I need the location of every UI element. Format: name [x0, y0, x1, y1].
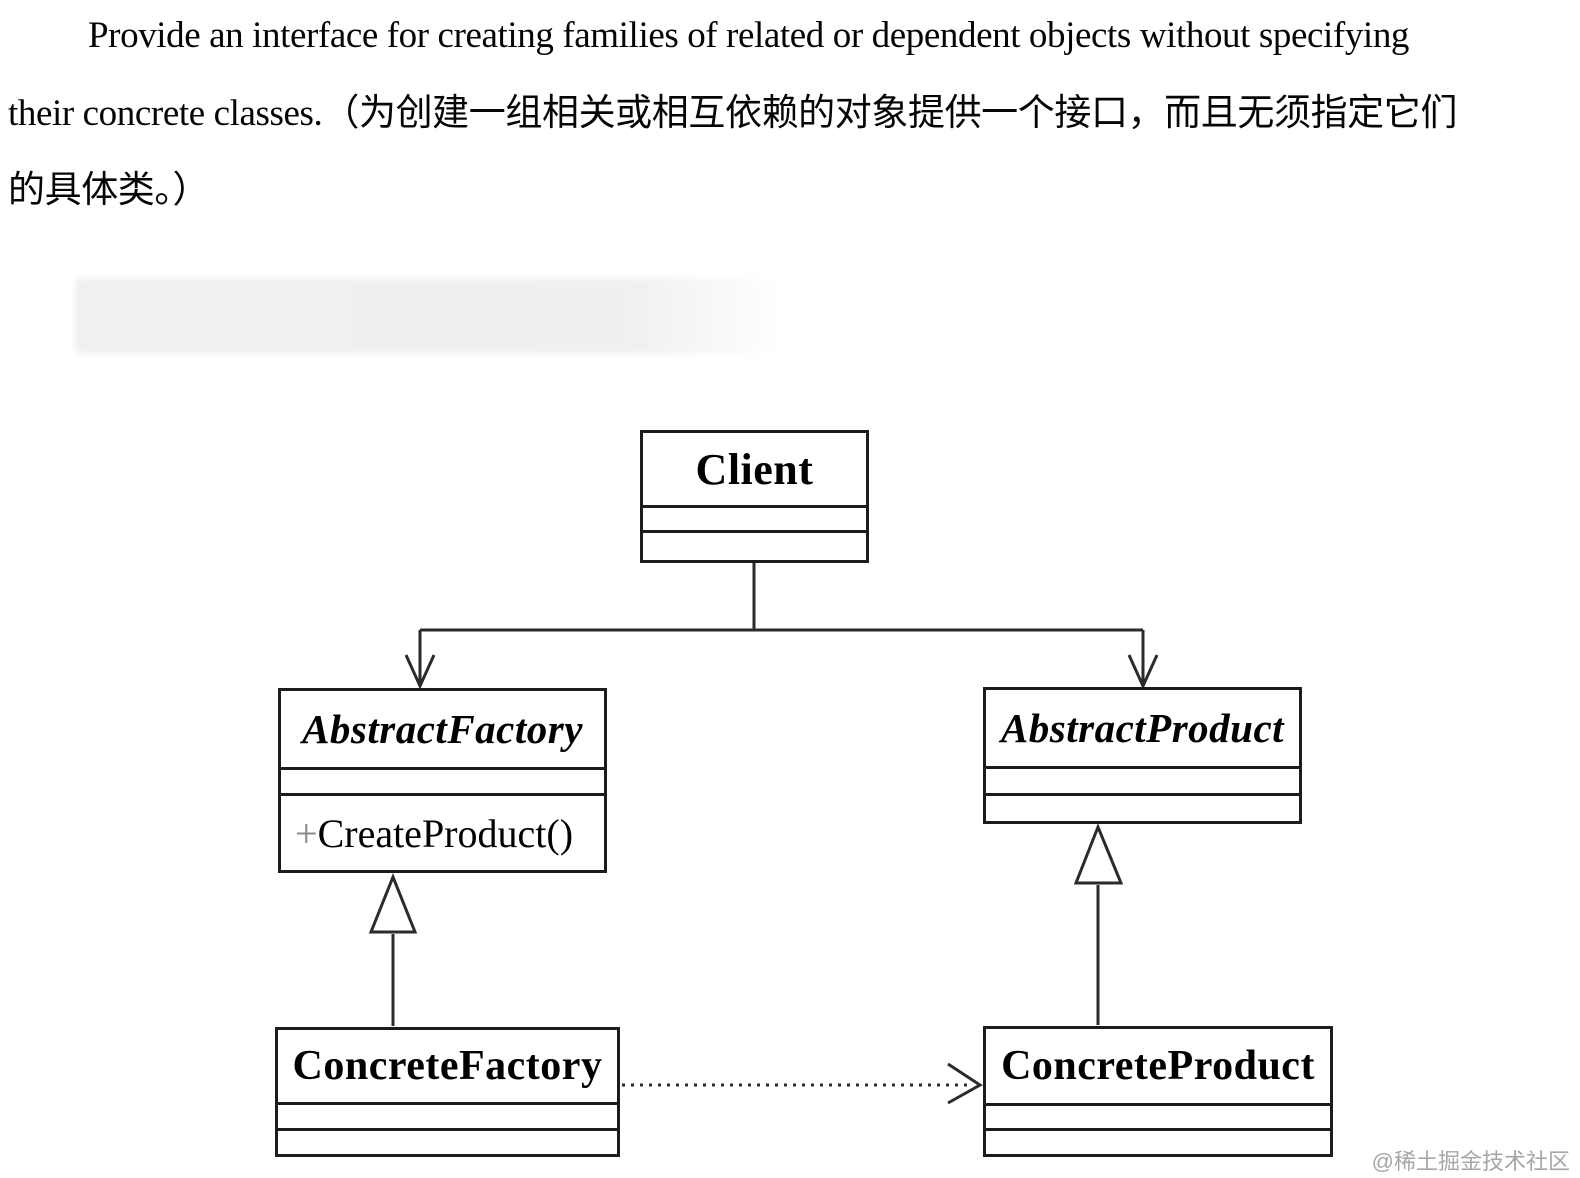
client-class-name: Client: [643, 433, 866, 508]
uml-class-concrete-product: ConcreteProduct: [983, 1026, 1333, 1157]
method-visibility-plus: +: [295, 810, 318, 856]
client-operations-compartment: [643, 533, 866, 560]
abstract-factory-operations-compartment: +CreateProduct(): [281, 796, 604, 870]
inheritance-triangle-right: [1073, 822, 1124, 885]
method-name: CreateProduct(): [317, 810, 574, 856]
uml-class-concrete-factory: ConcreteFactory: [275, 1027, 620, 1157]
abstract-factory-class-name: AbstractFactory: [281, 691, 604, 770]
abstract-product-operations-compartment: [986, 796, 1299, 821]
concrete-factory-operations-compartment: [278, 1131, 617, 1154]
intro-text-line-1: Provide an interface for creating famili…: [88, 15, 1410, 56]
concrete-factory-class-name: ConcreteFactory: [278, 1030, 617, 1105]
concrete-factory-attributes-compartment: [278, 1105, 617, 1131]
concrete-product-attributes-compartment: [986, 1106, 1330, 1131]
abstract-factory-attributes-compartment: [281, 770, 604, 796]
concrete-product-operations-compartment: [986, 1131, 1330, 1154]
concrete-product-class-name: ConcreteProduct: [986, 1029, 1330, 1106]
dependency-open-arrowhead: [947, 1062, 983, 1105]
intro-text-line-3: 的具体类。）: [8, 170, 210, 211]
abstract-factory-method: +CreateProduct(): [281, 810, 573, 857]
juejin-watermark: @稀土掘金技术社区: [1371, 1149, 1570, 1174]
uml-class-client: Client: [640, 430, 869, 563]
blurred-redacted-area: [75, 278, 781, 354]
arrowhead-to-abstractfactory: [404, 654, 436, 690]
arrowhead-to-abstractproduct: [1127, 654, 1159, 690]
uml-class-abstract-factory: AbstractFactory +CreateProduct(): [278, 688, 607, 873]
uml-class-abstract-product: AbstractProduct: [983, 687, 1302, 824]
client-attributes-compartment: [643, 508, 866, 533]
inheritance-triangle-left: [368, 872, 418, 934]
abstract-product-attributes-compartment: [986, 769, 1299, 796]
intro-text-line-2: their concrete classes.（为创建一组相关或相互依赖的对象提…: [8, 93, 1457, 134]
abstract-product-class-name: AbstractProduct: [986, 690, 1299, 769]
